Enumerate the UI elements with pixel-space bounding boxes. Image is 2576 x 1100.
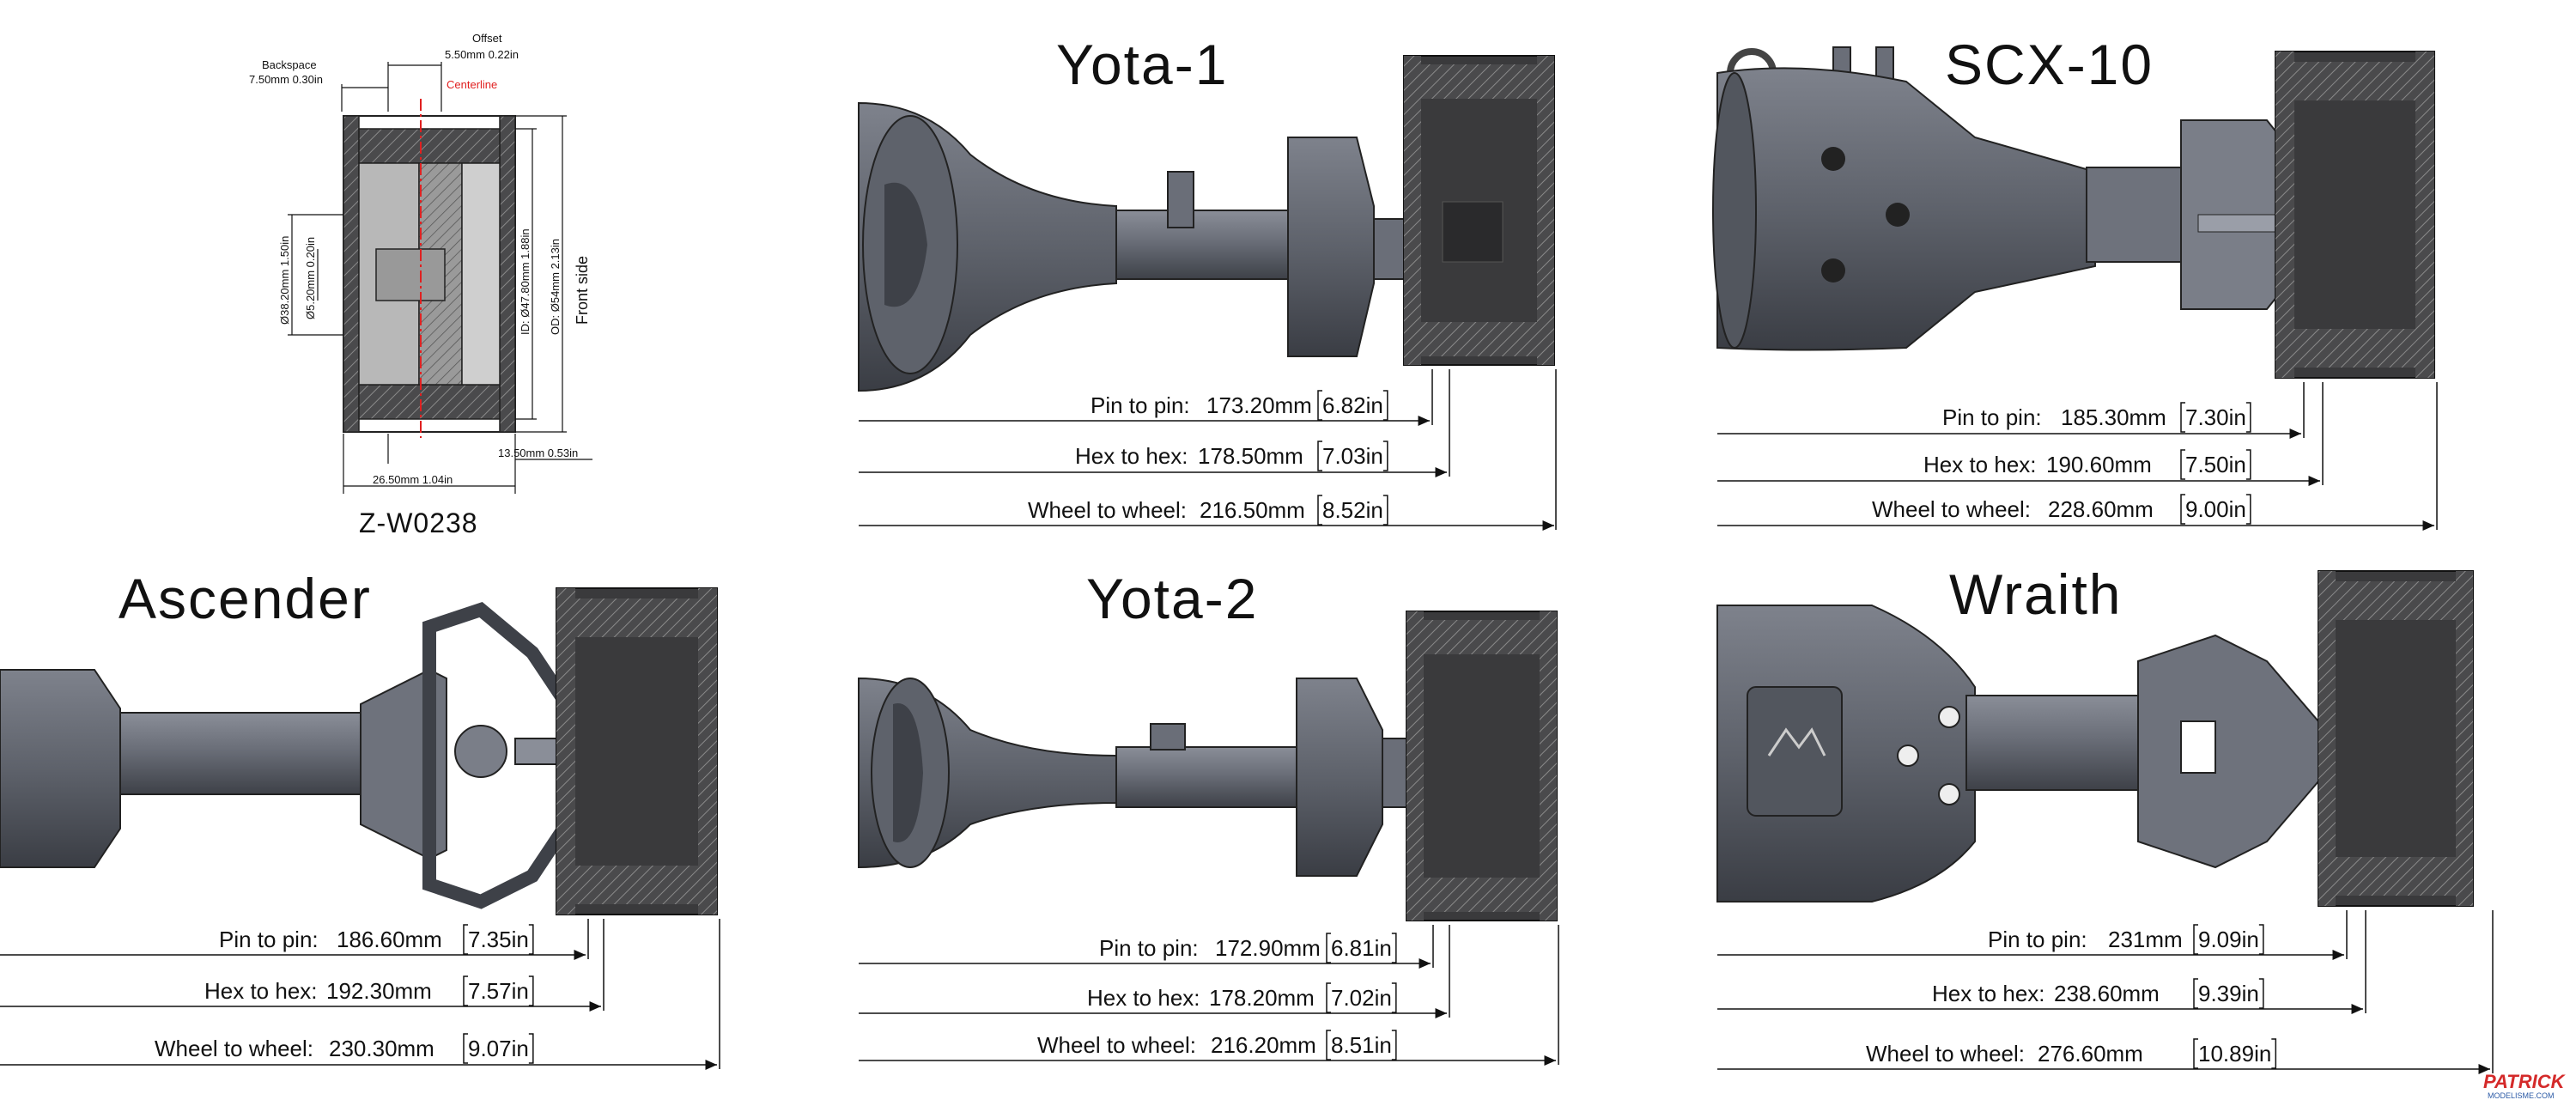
panel-yota-1: Yota-1 Pin t [858, 33, 1557, 531]
wheel-label: Wheel to wheel: [1866, 1041, 2025, 1067]
pin-to-pin-measure: Pin to pin: 172.90mm 6.81in [1099, 935, 1392, 961]
wheel-in: 8.52in [1322, 497, 1383, 523]
panel-title: SCX-10 [1945, 33, 2154, 96]
wheel-in: 9.07in [468, 1036, 529, 1061]
hex-mm: 238.60mm [2054, 981, 2160, 1006]
pin-to-pin-measure: Pin to pin: 186.60mm 7.35in [219, 927, 529, 952]
dim-width: 26.50mm 1.04in [373, 473, 453, 486]
offset-value: 5.50mm 0.22in [445, 48, 519, 61]
wheel-mm: 216.50mm [1200, 497, 1305, 523]
wheel-in: 8.51in [1331, 1032, 1392, 1058]
pin-mm: 185.30mm [2061, 404, 2166, 430]
wheel-to-wheel-measure: Wheel to wheel: 216.20mm 8.51in [1037, 1032, 1392, 1058]
hex-mm: 192.30mm [326, 978, 432, 1004]
panel-title: Yota-1 [1056, 33, 1228, 96]
hex-to-hex-measure: Hex to hex: 178.20mm 7.02in [1087, 985, 1392, 1011]
panel-title: Ascender [118, 567, 372, 630]
wheel-label: Wheel to wheel: [1872, 496, 2031, 522]
hex-in: 7.02in [1331, 985, 1392, 1011]
axle-assembly [0, 602, 593, 909]
wheel-mm: 230.30mm [329, 1036, 434, 1061]
pin-label: Pin to pin: [1099, 935, 1199, 961]
hex-to-hex-measure: Hex to hex: 178.50mm 7.03in [1075, 443, 1383, 469]
pin-in: 6.81in [1331, 935, 1392, 961]
wheel-to-wheel-measure: Wheel to wheel: 228.60mm 9.00in [1872, 496, 2246, 522]
watermark-logo: PATRICK MODELISME.COM [2483, 1071, 2567, 1100]
pin-in: 7.35in [468, 927, 529, 952]
dim-bore-inner: Ø5.20mm 0.20in [304, 237, 317, 319]
panel-wraith: Wraith [1716, 562, 2494, 1074]
wheel-technical-drawing: Backspace 7.50mm 0.30in Offset 5.50mm 0.… [249, 32, 592, 538]
pin-in: 6.82in [1322, 392, 1383, 418]
wheel-section [1406, 611, 1558, 921]
watermark-brand: PATRICK [2483, 1071, 2567, 1092]
hex-label: Hex to hex: [1075, 443, 1188, 469]
pin-in: 7.30in [2185, 404, 2246, 430]
wheel-to-wheel-measure: Wheel to wheel: 230.30mm 9.07in [155, 1036, 529, 1061]
pin-to-pin-measure: Pin to pin: 185.30mm 7.30in [1942, 404, 2246, 430]
axle-assembly [1716, 605, 2439, 902]
pin-label: Pin to pin: [1988, 927, 2087, 952]
wheel-mm: 216.20mm [1211, 1032, 1316, 1058]
axle-assembly [858, 101, 1512, 392]
hex-label: Hex to hex: [204, 978, 318, 1004]
hex-in: 7.57in [468, 978, 529, 1004]
hex-to-hex-measure: Hex to hex: 238.60mm 9.39in [1932, 981, 2259, 1006]
axle-assembly [1712, 46, 2397, 351]
backspace-value: 7.50mm 0.30in [249, 73, 323, 86]
hex-label: Hex to hex: [1923, 452, 2037, 477]
backspace-label: Backspace [262, 58, 317, 71]
wheel-section [1403, 55, 1555, 366]
pin-mm: 231mm [2108, 927, 2183, 952]
pin-in: 9.09in [2198, 927, 2259, 952]
pin-label: Pin to pin: [1091, 392, 1190, 418]
wheel-to-wheel-measure: Wheel to wheel: 216.50mm 8.52in [1028, 497, 1383, 523]
pin-label: Pin to pin: [219, 927, 319, 952]
hex-label: Hex to hex: [1932, 981, 2045, 1006]
dim-bead: 13.50mm 0.53in [498, 447, 578, 459]
watermark-site: MODELISME.COM [2488, 1091, 2555, 1100]
wheel-label: Wheel to wheel: [155, 1036, 313, 1061]
hex-mm: 178.50mm [1198, 443, 1303, 469]
wheel-in: 10.89in [2198, 1041, 2271, 1067]
wheel-label: Wheel to wheel: [1037, 1032, 1196, 1058]
wheel-section [556, 587, 718, 915]
dim-outer-diameter: OD: Ø54mm 2.13in [549, 239, 562, 335]
hex-in: 9.39in [2198, 981, 2259, 1006]
hex-mm: 178.20mm [1209, 985, 1315, 1011]
hex-to-hex-measure: Hex to hex: 190.60mm 7.50in [1923, 452, 2246, 477]
panel-title: Wraith [1949, 562, 2123, 626]
wheel-label: Wheel to wheel: [1028, 497, 1187, 523]
hex-in: 7.50in [2185, 452, 2246, 477]
wheel-in: 9.00in [2185, 496, 2246, 522]
offset-label: Offset [472, 32, 502, 45]
wheel-section [2318, 570, 2474, 907]
panel-title: Yota-2 [1086, 567, 1258, 630]
pin-to-pin-measure: Pin to pin: 173.20mm 6.82in [1091, 392, 1383, 418]
panel-yota-2: Yota-2 Pin to pin: [858, 567, 1559, 1066]
pin-to-pin-measure: Pin to pin: 231mm 9.09in [1988, 927, 2259, 952]
front-side-label: Front side [574, 256, 591, 325]
hex-label: Hex to hex: [1087, 985, 1200, 1011]
pin-label: Pin to pin: [1942, 404, 2042, 430]
hex-in: 7.03in [1322, 443, 1383, 469]
pin-mm: 186.60mm [337, 927, 442, 952]
wheel-section [2275, 51, 2435, 379]
wheel-to-wheel-measure: Wheel to wheel: 276.60mm 10.89in [1866, 1041, 2271, 1067]
wheel-mm: 276.60mm [2038, 1041, 2143, 1067]
dim-inner-diameter: ID: Ø47.80mm 1.88in [519, 228, 532, 335]
pin-mm: 172.90mm [1215, 935, 1321, 961]
wheel-mm: 228.60mm [2048, 496, 2154, 522]
hex-mm: 190.60mm [2046, 452, 2152, 477]
panel-scx-10: SCX-10 [1712, 33, 2438, 531]
part-number: Z-W0238 [359, 507, 478, 538]
dim-bore-outer: Ø38.20mm 1.50in [278, 236, 291, 325]
pin-mm: 173.20mm [1206, 392, 1312, 418]
panel-ascender: Ascender Pin to pin: 186.60 [0, 567, 720, 1070]
hex-to-hex-measure: Hex to hex: 192.30mm 7.57in [204, 978, 529, 1004]
centerline-label: Centerline [447, 78, 497, 91]
